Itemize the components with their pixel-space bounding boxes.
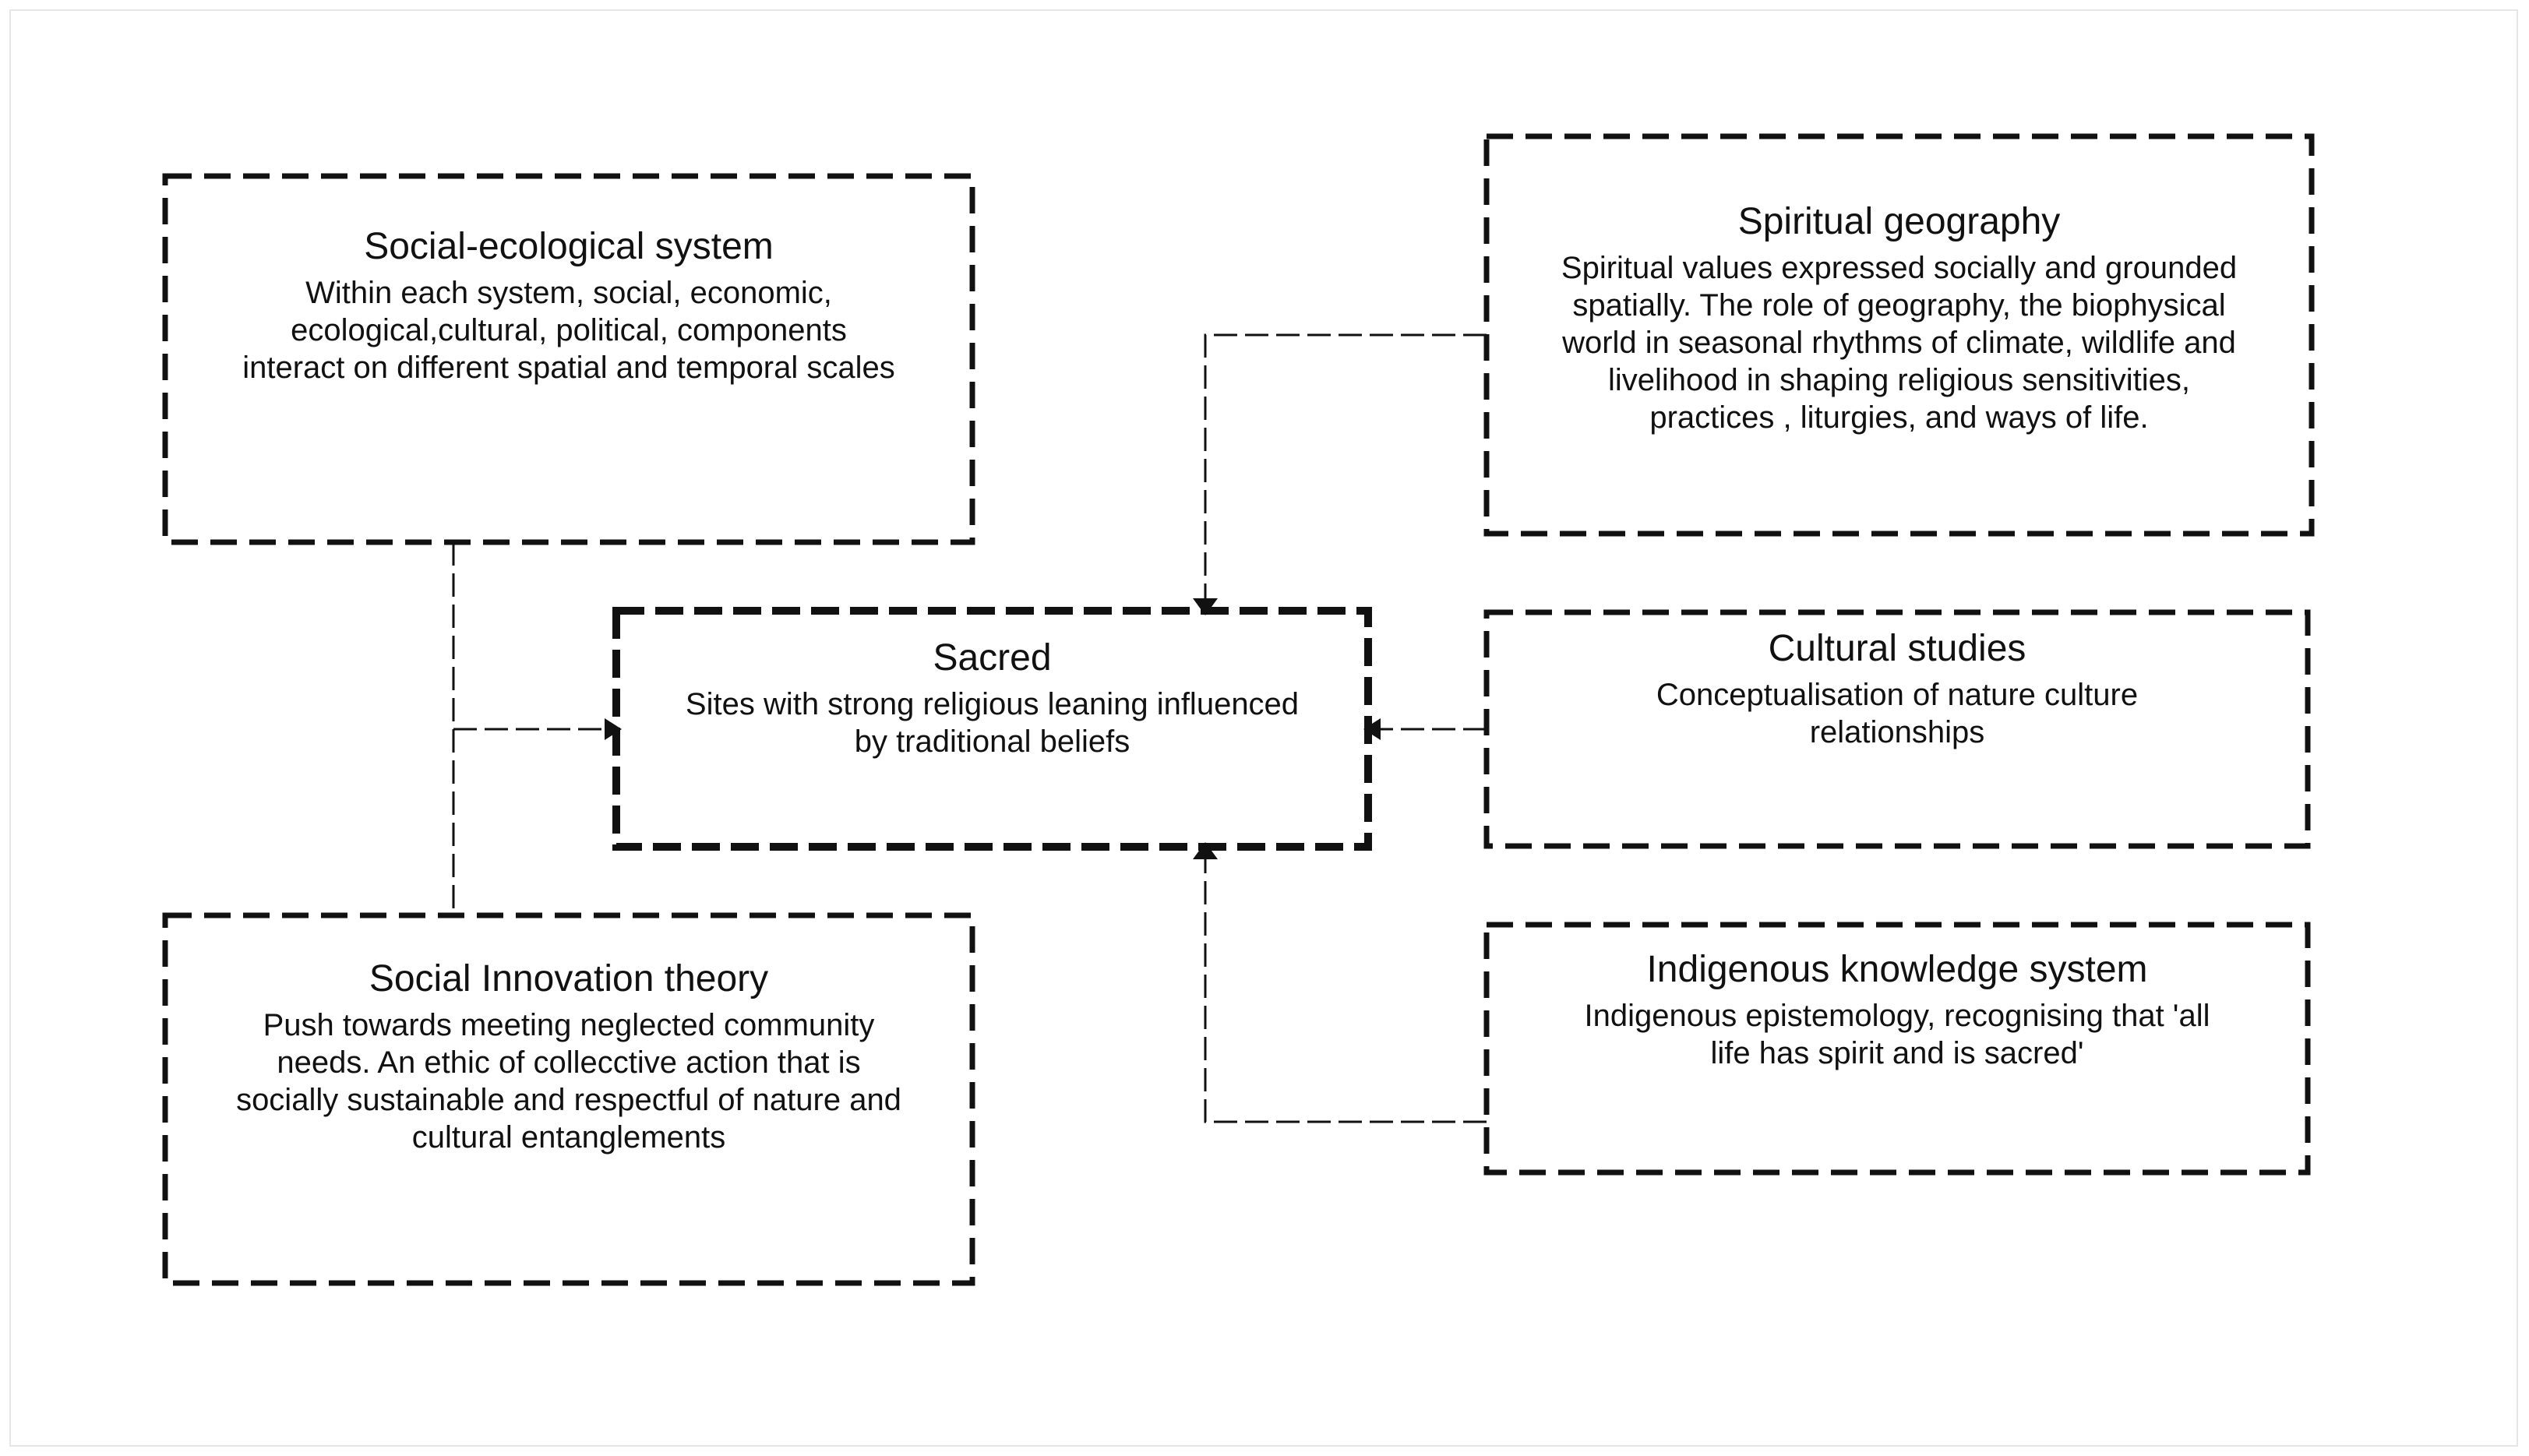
social-innovation-body: Push towards meeting neglected community…: [236, 1007, 901, 1155]
sacred-text: Sacred Sites with strong religious leani…: [632, 636, 1353, 760]
sacred-body: Sites with strong religious leaning infl…: [685, 686, 1300, 759]
cultural-studies-text: Cultural studies Conceptualisation of na…: [1496, 626, 2298, 751]
social-ecological-box: [162, 173, 975, 545]
spiritual-geography-text: Spiritual geography Spiritual values exp…: [1496, 199, 2302, 436]
spiritual-geography-title: Spiritual geography: [1737, 201, 2061, 242]
connector-spiritual-geography: [1204, 333, 1487, 605]
cultural-studies-title: Cultural studies: [1768, 628, 2026, 669]
spiritual-geography-body: Spiritual values expressed socially and …: [1561, 250, 2238, 435]
indigenous-knowledge-text: Indigenous knowledge system Indigenous e…: [1496, 947, 2298, 1072]
indigenous-knowledge-body: Indigenous epistemology, recognising tha…: [1584, 998, 2210, 1070]
social-innovation-title: Social Innovation theory: [369, 958, 769, 999]
connector-indigenous-knowledge: [1204, 853, 1487, 1123]
arrowhead-right: [1363, 718, 1381, 740]
arrowhead-left: [605, 718, 622, 740]
indigenous-knowledge-box: [1483, 922, 2311, 1176]
arrowhead-bottom: [1193, 842, 1218, 859]
social-innovation-text: Social Innovation theory Push towards me…: [181, 957, 957, 1156]
social-ecological-body: Within each system, social, economic, ec…: [242, 275, 895, 385]
social-innovation-box: [162, 912, 975, 1286]
cultural-studies-body: Conceptualisation of nature culture rela…: [1656, 677, 2139, 749]
social-ecological-title: Social-ecological system: [364, 226, 774, 267]
social-ecological-text: Social-ecological system Within each sys…: [181, 224, 957, 386]
sacred-title: Sacred: [933, 637, 1052, 679]
indigenous-knowledge-title: Indigenous knowledge system: [1646, 949, 2148, 990]
image-frame: [9, 9, 2518, 1447]
arrowhead-top: [1193, 598, 1218, 615]
